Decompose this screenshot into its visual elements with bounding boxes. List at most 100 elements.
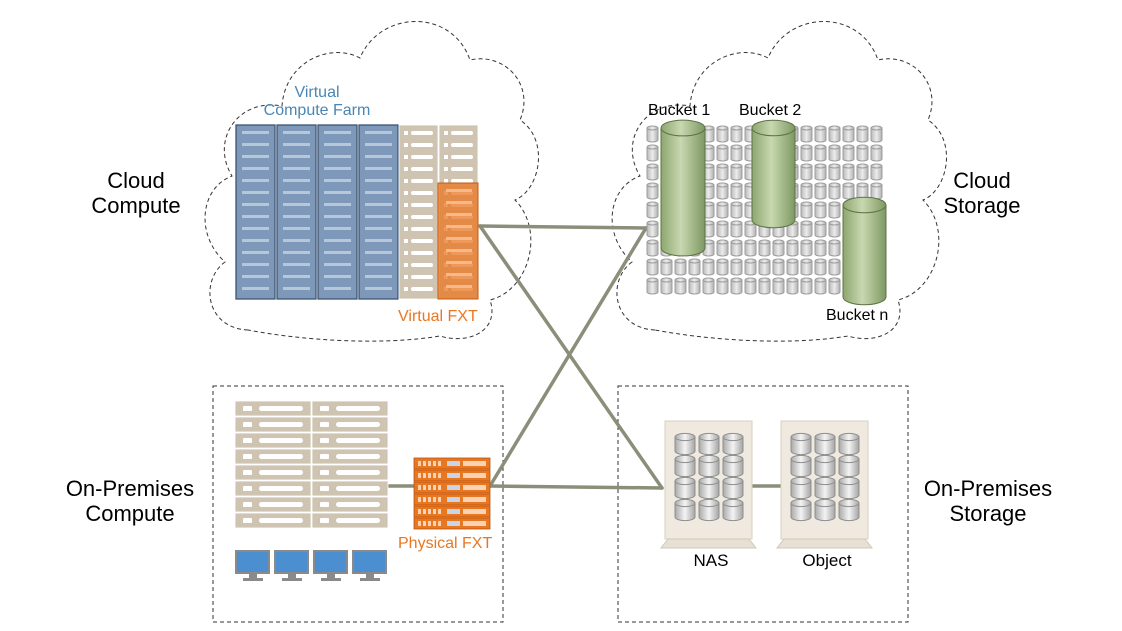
fxt-vent — [418, 473, 421, 478]
rack-dot — [320, 406, 329, 411]
pool-disk — [814, 144, 827, 162]
pool-disk — [730, 182, 743, 200]
fxt-vent — [418, 509, 421, 514]
array-disk — [838, 454, 860, 478]
tan-slot-bar — [451, 131, 473, 135]
rack-bar — [259, 486, 303, 491]
farm-slot — [324, 203, 351, 206]
rack-dot — [243, 422, 252, 427]
pool-disk — [716, 201, 729, 219]
object-label: Object — [802, 551, 851, 570]
tan-slot-dot — [404, 143, 408, 147]
pool-disk — [730, 220, 743, 238]
fxt-vent — [438, 485, 441, 490]
farm-slot — [365, 191, 392, 194]
fxt-vent — [433, 485, 436, 490]
pool-disk — [660, 258, 673, 276]
onprem-storage-label: On-Premises Storage — [923, 476, 1053, 526]
farm-slot — [365, 167, 392, 170]
fxt-port — [447, 497, 460, 502]
farm-slot — [365, 275, 392, 278]
farm-slot — [324, 215, 351, 218]
fxt-vent — [423, 461, 426, 466]
pool-disk — [716, 125, 729, 143]
farm-slot — [242, 131, 269, 134]
pool-disk — [646, 144, 659, 162]
fxt-port — [447, 521, 460, 526]
monitor-screen — [235, 550, 270, 574]
farm-slot — [242, 287, 269, 290]
pool-disk — [716, 258, 729, 276]
pool-disk — [772, 258, 785, 276]
array-disk — [698, 454, 720, 478]
pool-disk — [646, 201, 659, 219]
fxt-port — [447, 461, 460, 466]
fxt-vent — [418, 461, 421, 466]
tan-slot-dot — [404, 215, 408, 219]
pool-disk — [828, 258, 841, 276]
pool-disk — [646, 220, 659, 238]
rack-dot — [320, 470, 329, 475]
farm-column — [317, 124, 358, 300]
pool-disk — [814, 239, 827, 257]
farm-slot — [365, 155, 392, 158]
farm-slot — [324, 287, 351, 290]
farm-slot — [242, 167, 269, 170]
fxt-vent — [418, 521, 421, 526]
farm-slot — [324, 155, 351, 158]
tan-column — [398, 124, 439, 300]
vfxt-slot — [446, 237, 472, 240]
farm-slot — [283, 155, 310, 158]
farm-slot — [324, 191, 351, 194]
pool-disk — [786, 239, 799, 257]
monitor-base — [321, 578, 341, 581]
pool-disk — [730, 277, 743, 295]
virtual-compute-farm — [235, 124, 399, 300]
fxt-vent — [438, 473, 441, 478]
fxt-port — [447, 509, 460, 514]
fxt-vent — [433, 509, 436, 514]
tan-slot-dot — [404, 203, 408, 207]
monitor-base — [360, 578, 380, 581]
tan-slot-bar — [411, 227, 433, 231]
fxt-vent — [433, 473, 436, 478]
pool-disk — [814, 277, 827, 295]
pool-disk — [646, 277, 659, 295]
tan-slot-dot — [444, 143, 448, 147]
pool-disk — [814, 182, 827, 200]
pool-disk — [870, 125, 883, 143]
pool-disk — [702, 182, 715, 200]
tan-slot-dot — [404, 251, 408, 255]
pool-disk — [800, 201, 813, 219]
fxt-panel — [463, 497, 486, 502]
pool-disk — [800, 125, 813, 143]
farm-slot — [283, 251, 310, 254]
farm-slot — [283, 215, 310, 218]
rack-bar — [259, 406, 303, 411]
farm-slot — [324, 275, 351, 278]
nas-label: NAS — [694, 551, 729, 570]
farm-slot — [324, 131, 351, 134]
farm-slot — [365, 263, 392, 266]
pool-disk — [758, 277, 771, 295]
rack-bar — [336, 406, 380, 411]
bucket-1 — [660, 119, 706, 257]
tan-slot-dot — [444, 167, 448, 171]
pool-disk — [646, 182, 659, 200]
pool-disk — [842, 182, 855, 200]
tan-slot-dot — [404, 179, 408, 183]
pool-disk — [800, 239, 813, 257]
array-disk — [838, 476, 860, 500]
cloud-compute-label: Cloud Compute — [91, 168, 181, 218]
pool-disk — [674, 258, 687, 276]
array-disk — [722, 498, 744, 522]
pool-disk — [828, 182, 841, 200]
pool-disk — [702, 220, 715, 238]
onprem-storage-box — [617, 385, 909, 623]
pool-disk — [786, 277, 799, 295]
pool-disk — [814, 220, 827, 238]
rack-dot — [320, 502, 329, 507]
rack-dot — [243, 406, 252, 411]
pool-disk — [814, 201, 827, 219]
farm-slot — [242, 179, 269, 182]
